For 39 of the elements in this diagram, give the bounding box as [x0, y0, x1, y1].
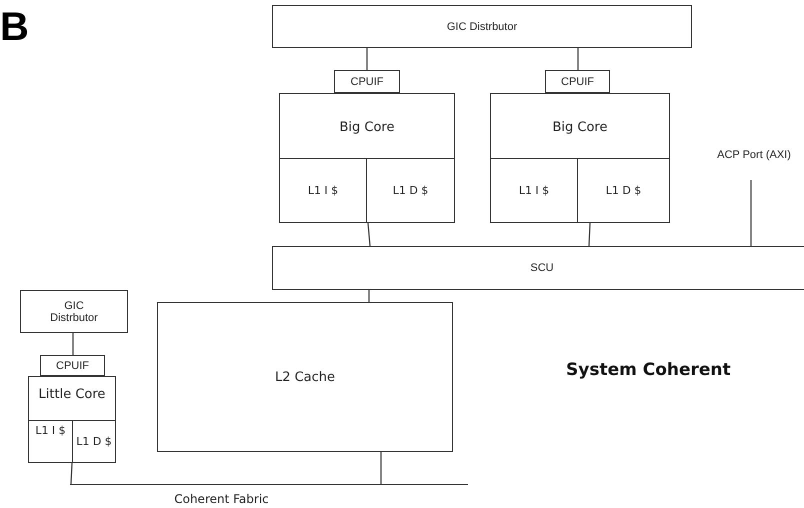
connector-line [368, 290, 370, 302]
block-label: Big Core [552, 120, 608, 135]
connector-line [380, 452, 382, 484]
core-box [490, 93, 670, 223]
block-label: L1 I $ [35, 424, 66, 437]
interface-box [545, 70, 610, 93]
scu-box [272, 246, 804, 290]
connector-line [70, 462, 73, 484]
block-label: CPUIF [561, 76, 594, 88]
block-label: CPUIF [350, 76, 384, 88]
block-label: L2 Cache [274, 370, 336, 384]
block-label: L1 I $ [308, 184, 338, 197]
block-label: L1 I $ [518, 184, 550, 197]
bus-label: Coherent Fabric [174, 492, 269, 506]
distributor-box [20, 290, 128, 333]
panel-letter: B [0, 5, 29, 50]
region-label: System Coherent [566, 360, 731, 380]
cache-box [157, 302, 453, 452]
block-label: SCU [530, 262, 554, 274]
block-label: Little Core [38, 387, 106, 402]
interface-box [334, 70, 400, 93]
core-box [28, 376, 116, 463]
block-label: GIC Distrbutor [446, 20, 518, 32]
block-label: L1 D $ [392, 184, 428, 197]
block-label: L1 D $ [606, 184, 642, 197]
block-label: L1 D $ [76, 435, 112, 448]
block-label: GIC Distrbutor [49, 300, 99, 324]
block-label: Big Core [339, 120, 394, 135]
connector-line [367, 222, 371, 246]
connector-line [750, 180, 752, 246]
interface-box [40, 355, 105, 376]
block-label: CPUIF [56, 360, 89, 372]
connector-line [72, 333, 74, 355]
connector-line [577, 48, 579, 70]
core-box [279, 93, 455, 223]
distributor-box [272, 5, 692, 48]
port-label: ACP Port (AXI) [717, 149, 791, 161]
connector-line [588, 222, 591, 246]
connector-line [366, 48, 368, 70]
